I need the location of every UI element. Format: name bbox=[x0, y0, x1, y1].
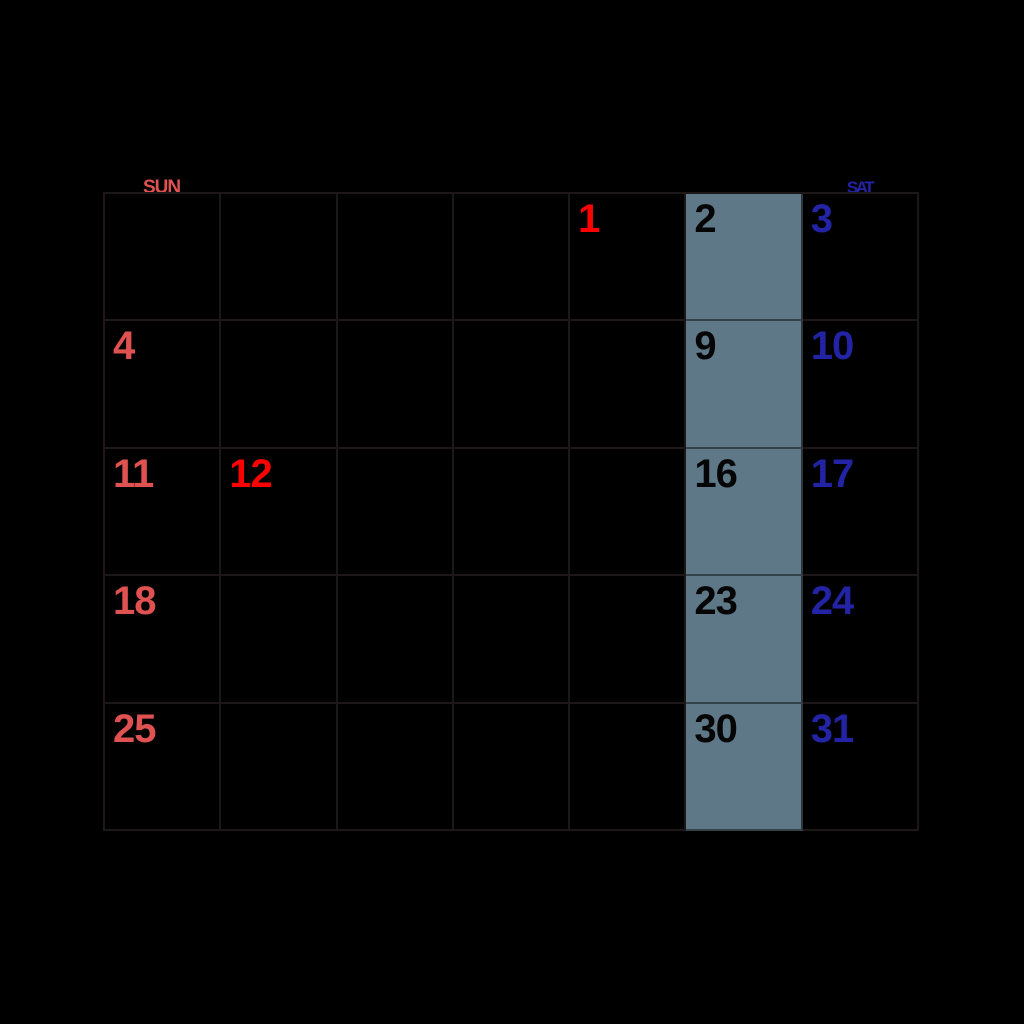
calendar-cell: 17 bbox=[802, 448, 919, 577]
calendar-cell-friday-highlight: 9 bbox=[686, 321, 803, 449]
calendar-cell bbox=[337, 321, 454, 449]
date-number: 12 bbox=[229, 451, 272, 496]
calendar-cell bbox=[453, 194, 571, 322]
calendar-cell: 10 bbox=[802, 321, 919, 449]
calendar-cell: 1 bbox=[570, 194, 687, 322]
calendar-cell bbox=[337, 576, 454, 704]
calendar-grid: 1 2 3 4 9 10 11 12 16 bbox=[103, 192, 919, 831]
date-number: 11 bbox=[113, 451, 154, 496]
calendar-cell: 3 bbox=[802, 194, 919, 322]
date-number: 3 bbox=[810, 197, 833, 241]
calendar-cell: 31 bbox=[802, 703, 919, 831]
calendar-cell: 24 bbox=[802, 576, 919, 704]
calendar-cell bbox=[453, 703, 571, 831]
calendar-cell: 4 bbox=[105, 321, 222, 449]
calendar-cell-friday-highlight: 30 bbox=[686, 703, 803, 831]
calendar-cell-friday-highlight: 23 bbox=[686, 576, 803, 704]
date-number: 24 bbox=[810, 579, 854, 624]
date-number: 10 bbox=[810, 324, 854, 369]
calendar-cell bbox=[221, 194, 338, 322]
date-number: 25 bbox=[113, 706, 156, 751]
date-number: 1 bbox=[578, 197, 600, 241]
calendar-cell bbox=[337, 194, 454, 322]
weekday-header-sat: SAT bbox=[846, 178, 875, 197]
calendar-cell bbox=[570, 448, 687, 577]
date-number: 17 bbox=[810, 451, 854, 496]
calendar-cell bbox=[453, 576, 571, 704]
calendar-cell bbox=[221, 703, 338, 831]
date-number: 23 bbox=[694, 579, 737, 624]
date-number: 16 bbox=[694, 451, 737, 496]
calendar-cell-friday-highlight: 16 bbox=[686, 448, 803, 577]
calendar-cell bbox=[221, 576, 338, 704]
calendar-cell bbox=[453, 448, 571, 577]
calendar-cell: 12 bbox=[221, 448, 338, 577]
calendar-cell bbox=[570, 576, 687, 704]
calendar-cell bbox=[337, 703, 454, 831]
calendar-cell bbox=[453, 321, 571, 449]
calendar-cell bbox=[570, 321, 687, 449]
calendar-cell: 11 bbox=[105, 448, 222, 577]
date-number: 18 bbox=[113, 579, 156, 624]
calendar-cell: 18 bbox=[105, 576, 222, 704]
calendar-cell: 25 bbox=[105, 703, 222, 831]
date-number: 31 bbox=[810, 706, 854, 751]
calendar-cell-friday-highlight: 2 bbox=[686, 194, 803, 322]
calendar-cell bbox=[570, 703, 687, 831]
calendar-cell bbox=[105, 194, 222, 322]
date-number: 4 bbox=[113, 324, 135, 369]
date-number: 9 bbox=[694, 324, 716, 369]
calendar-cell bbox=[221, 321, 338, 449]
calendar-cell bbox=[337, 448, 454, 577]
date-number: 2 bbox=[694, 197, 716, 241]
date-number: 30 bbox=[694, 706, 737, 751]
